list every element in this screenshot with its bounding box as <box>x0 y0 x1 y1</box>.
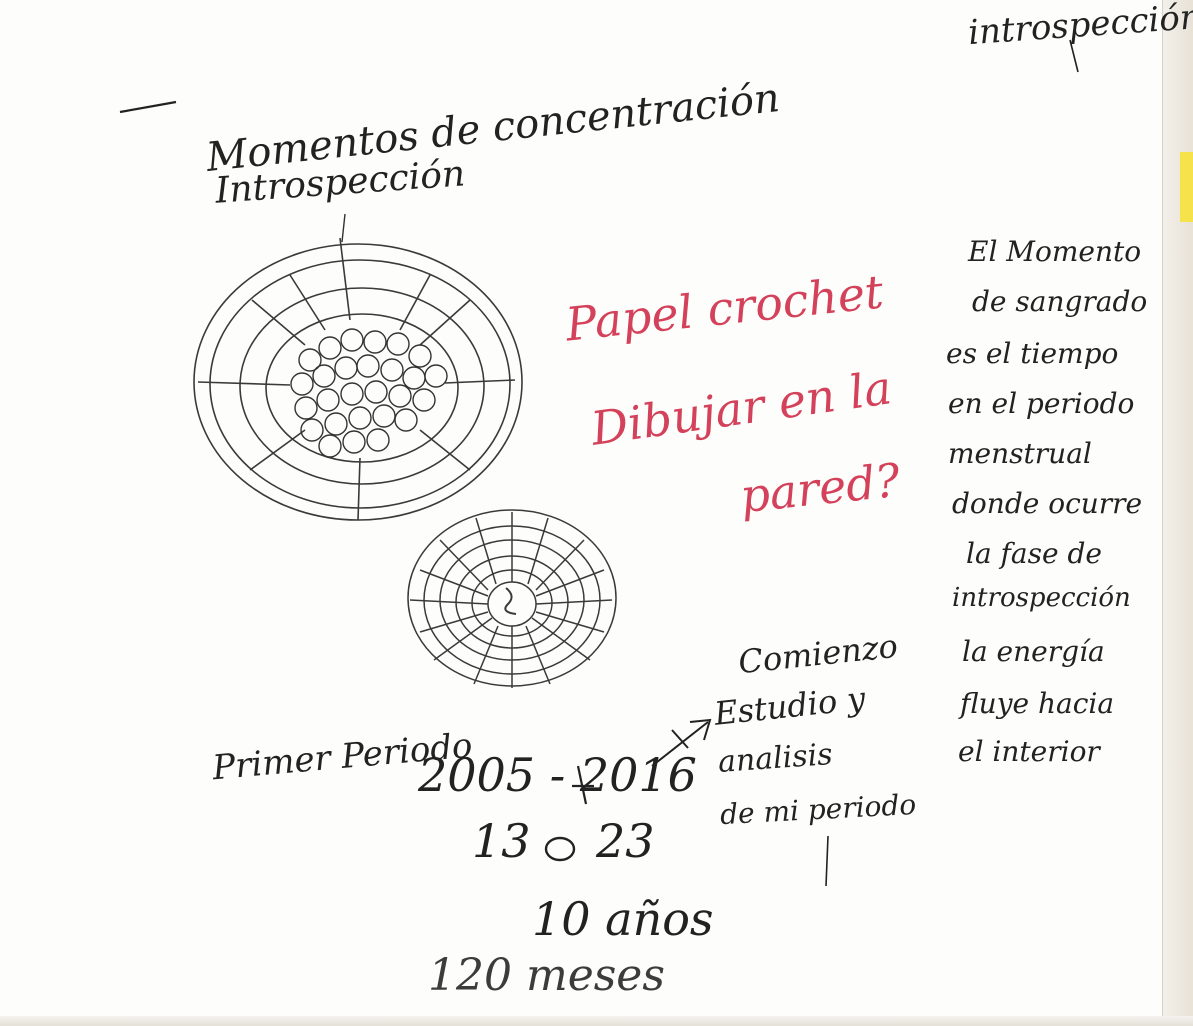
timeline-years: 2005 - 2016 <box>418 748 697 802</box>
duration-years: 10 años <box>532 892 714 946</box>
heading-connector <box>341 213 346 243</box>
side-note-line: de sangrado <box>972 285 1148 318</box>
duration-months: 120 meses <box>428 950 665 1001</box>
side-note-line: donde ocurre <box>952 487 1143 520</box>
arrow-icon <box>651 718 712 767</box>
heading-dash <box>119 100 177 114</box>
side-note-line: introspección <box>952 583 1131 613</box>
side-note-line: fluye hacia <box>960 687 1115 720</box>
side-note-line: en el periodo <box>948 387 1135 420</box>
scribble-mark-age <box>544 836 576 862</box>
small-circle-drawing <box>407 509 617 688</box>
timeline-age-start: 13 <box>472 814 531 868</box>
timeline-age-end: 23 <box>596 814 655 868</box>
scribble-mark <box>572 765 594 805</box>
side-note-line: es el tiempo <box>946 337 1119 370</box>
side-note-line: la energía <box>962 635 1105 668</box>
page-bottom-edge <box>0 1016 1193 1026</box>
side-note-line: la fase de <box>966 537 1102 570</box>
side-note-line: menstrual <box>948 437 1092 470</box>
note-underline-tick <box>825 835 829 887</box>
cell-cluster <box>290 328 448 458</box>
arrow-note-line: analisis <box>716 737 834 780</box>
large-circle-drawing <box>193 237 523 521</box>
side-note-line: el interior <box>958 735 1100 768</box>
corner-tick <box>1069 39 1079 73</box>
side-note-line: El Momento <box>968 235 1142 268</box>
yellow-page-tab <box>1180 152 1193 222</box>
